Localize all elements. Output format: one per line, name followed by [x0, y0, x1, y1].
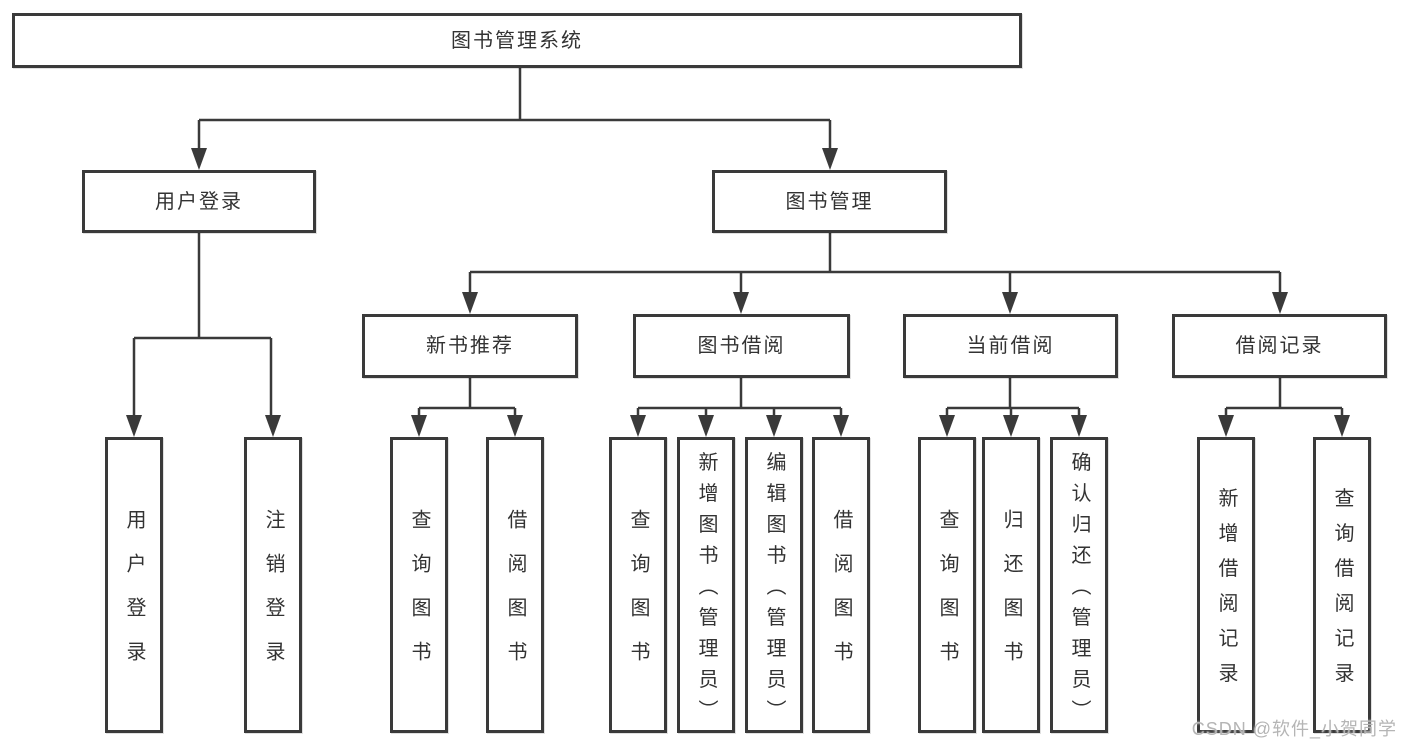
arrow-down-icon [462, 292, 478, 314]
arrow-down-icon [630, 415, 646, 437]
node-confirm-return-admin: 确认归还（管理员） [1050, 437, 1108, 733]
node-query-books-recommend: 查询图书 [390, 437, 448, 733]
arrow-down-icon [766, 415, 782, 437]
node-label: 编辑图书（管理员） [763, 451, 785, 730]
node-book-management: 图书管理 [712, 170, 947, 233]
node-label: 新增借阅记录 [1215, 487, 1237, 698]
node-label: 用户登录 [123, 509, 145, 685]
arrow-down-icon [1218, 415, 1234, 437]
node-new-book-recommend: 新书推荐 [362, 314, 578, 378]
arrow-down-icon [1272, 292, 1288, 314]
node-library-system: 图书管理系统 [12, 13, 1022, 68]
arrow-down-icon [265, 415, 281, 437]
node-label: 用户登录 [155, 190, 243, 213]
arrow-down-icon [1002, 292, 1018, 314]
arrow-down-icon [733, 292, 749, 314]
watermark: CSDN @软件_小贺同学 [1191, 719, 1397, 739]
node-label: 查询图书 [936, 509, 958, 685]
arrow-down-icon [1334, 415, 1350, 437]
node-add-borrow-record: 新增借阅记录 [1197, 437, 1255, 733]
node-label: 当前借阅 [966, 335, 1055, 357]
arrow-down-icon [698, 415, 714, 437]
arrow-down-icon [822, 148, 838, 170]
node-label: 查询图书 [627, 509, 649, 685]
node-query-borrow-record: 查询借阅记录 [1313, 437, 1371, 733]
node-label: 新书推荐 [426, 335, 514, 357]
node-label: 借阅图书 [830, 509, 852, 685]
node-borrow-books-recommend: 借阅图书 [486, 437, 544, 733]
arrow-down-icon [833, 415, 849, 437]
node-label: 图书管理 [785, 190, 874, 213]
node-query-books-borrowing: 查询图书 [609, 437, 667, 733]
arrow-down-icon [1071, 415, 1087, 437]
node-label: 借阅记录 [1235, 335, 1324, 357]
arrow-down-icon [939, 415, 955, 437]
node-label: 图书借阅 [697, 335, 786, 357]
node-current-borrowing: 当前借阅 [903, 314, 1118, 378]
arrow-down-icon [411, 415, 427, 437]
node-label: 确认归还（管理员） [1068, 451, 1090, 730]
node-borrow-books-leaf: 借阅图书 [812, 437, 870, 733]
node-label: 查询借阅记录 [1331, 487, 1353, 698]
node-label: 注销登录 [262, 509, 284, 685]
node-user-login-group: 用户登录 [82, 170, 316, 233]
node-return-books: 归还图书 [982, 437, 1040, 733]
node-logout: 注销登录 [244, 437, 302, 733]
node-edit-book-admin: 编辑图书（管理员） [745, 437, 803, 733]
node-label: 归还图书 [1000, 509, 1022, 685]
arrow-down-icon [507, 415, 523, 437]
node-label: 新增图书（管理员） [695, 451, 717, 730]
node-label: 借阅图书 [504, 509, 526, 685]
node-query-books-current: 查询图书 [918, 437, 976, 733]
node-book-borrowing: 图书借阅 [633, 314, 850, 378]
node-borrow-records: 借阅记录 [1172, 314, 1387, 378]
arrow-down-icon [191, 148, 207, 170]
node-user-login-leaf: 用户登录 [105, 437, 163, 733]
node-label: 图书管理系统 [451, 29, 583, 52]
arrow-down-icon [1003, 415, 1019, 437]
node-label: 查询图书 [408, 509, 430, 685]
node-add-book-admin: 新增图书（管理员） [677, 437, 735, 733]
arrow-down-icon [126, 415, 142, 437]
